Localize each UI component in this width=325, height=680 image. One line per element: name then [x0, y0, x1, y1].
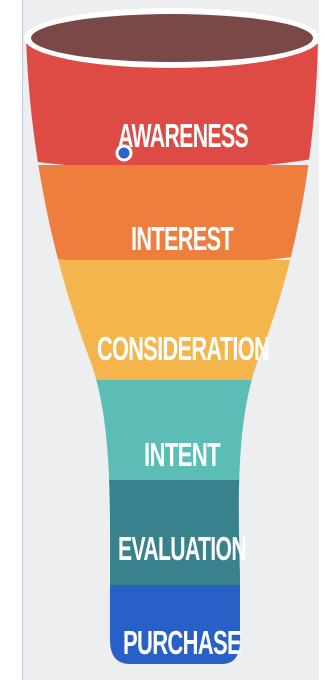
stage-label-consideration: CONSIDERATION — [97, 330, 269, 367]
cursor-dot — [115, 144, 133, 162]
stage-label-intent: INTENT — [144, 436, 221, 473]
left-window-edge — [0, 0, 23, 680]
funnel-rim-interior — [31, 14, 313, 62]
stage-label-awareness: AWARENESS — [118, 117, 248, 154]
stage-label-evaluation: EVALUATION — [118, 530, 246, 567]
stage-label-purchase: PURCHASE — [123, 624, 241, 661]
funnel-band-interest — [26, 165, 318, 265]
stage-label-interest: INTEREST — [131, 220, 234, 257]
right-window-edge — [319, 0, 325, 680]
